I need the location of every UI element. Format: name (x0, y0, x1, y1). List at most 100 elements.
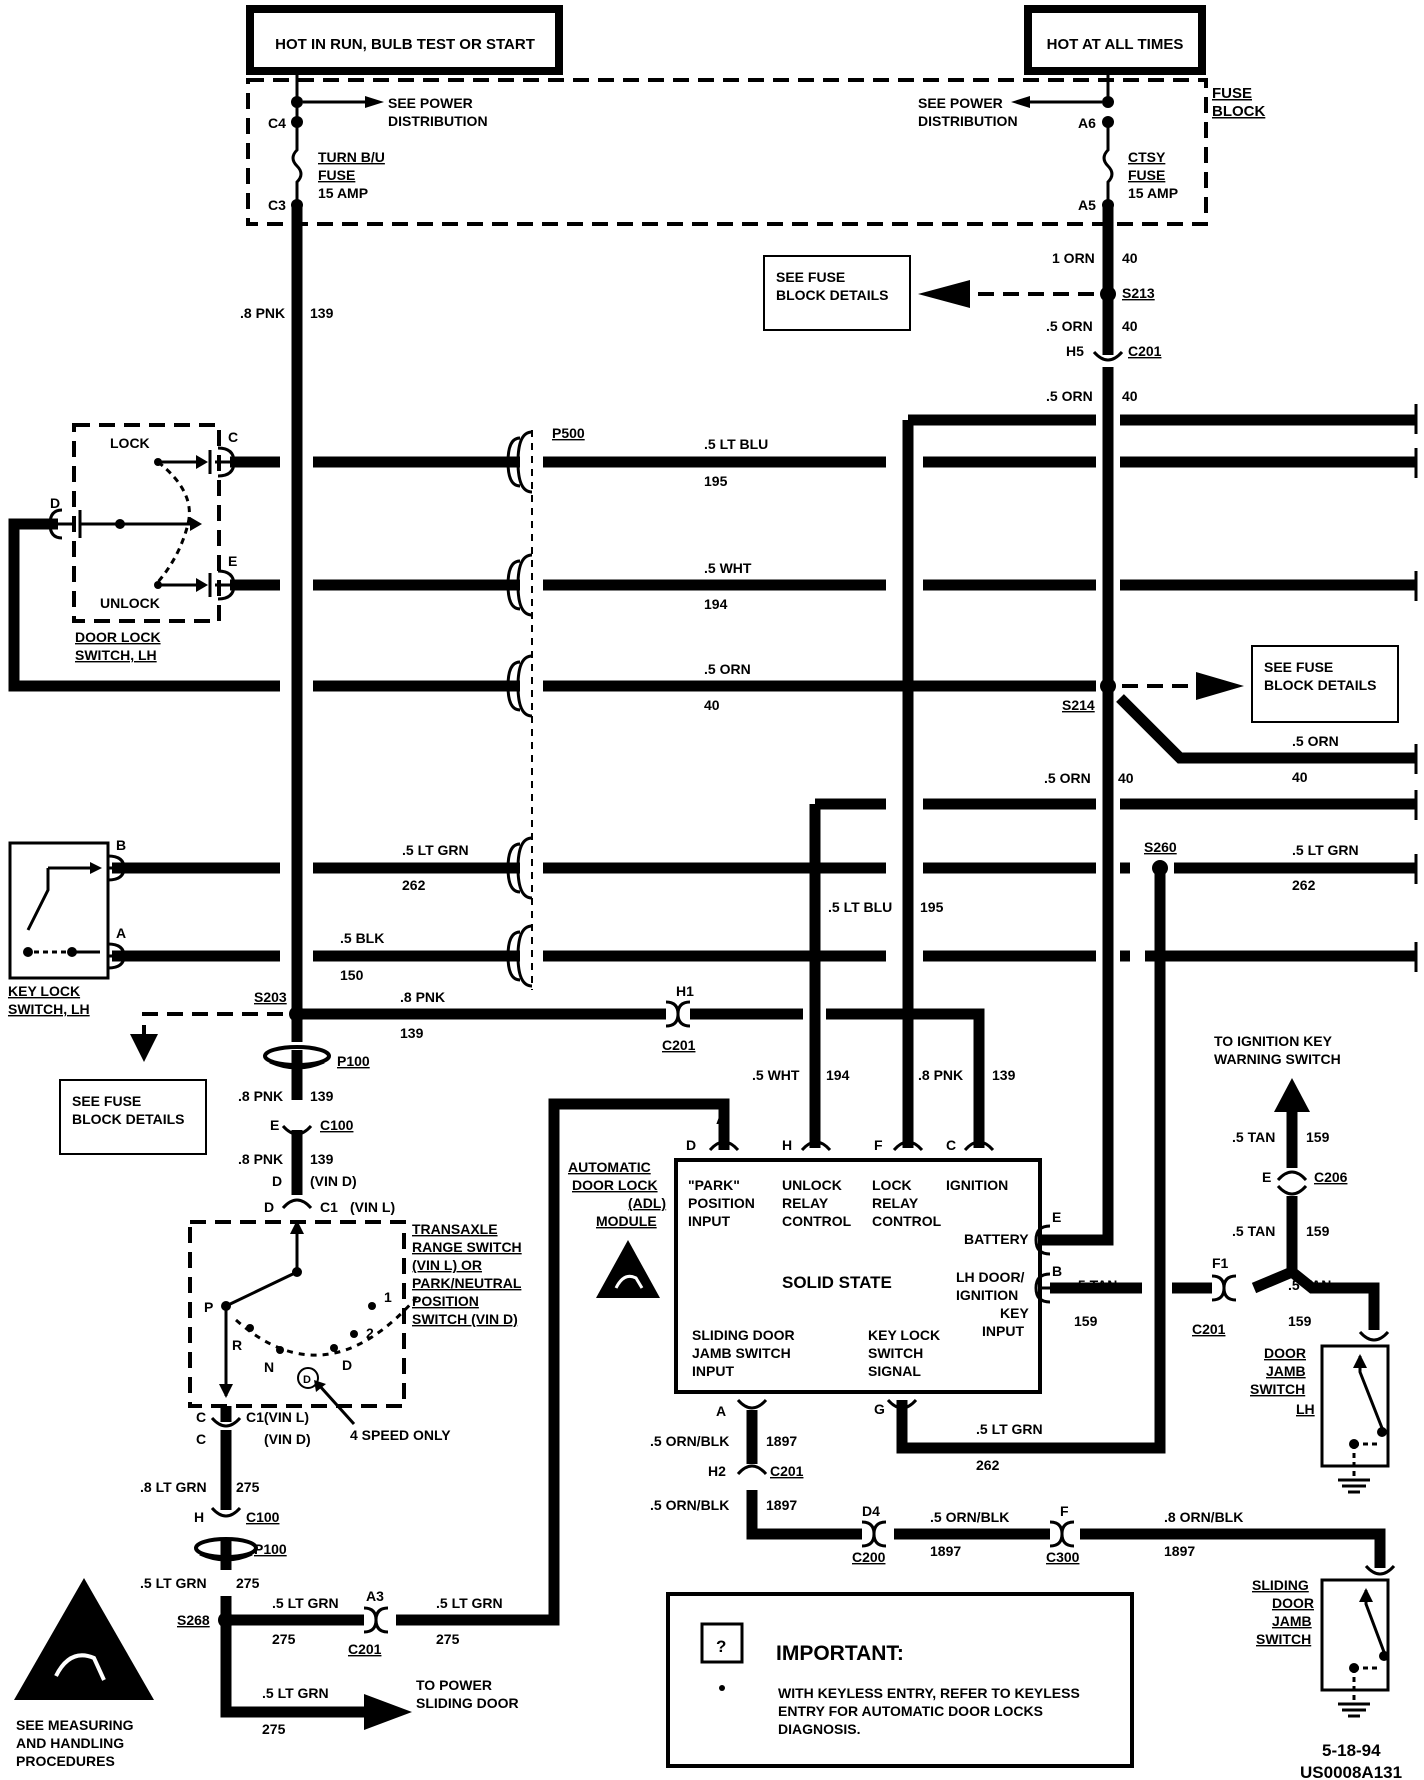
esd-warning-icon (14, 1578, 154, 1700)
module-title-1: AUTOMATIC (568, 1159, 651, 1175)
d-label-2: D (264, 1199, 274, 1215)
s260-label: S260 (1144, 839, 1177, 855)
module-keylock-1: KEY LOCK (868, 1327, 940, 1343)
door-lock-switch-contacts (48, 446, 236, 601)
label-139-top: 139 (310, 305, 334, 321)
connector-d4-c200 (861, 1520, 887, 1548)
svg-text:?: ? (716, 1637, 726, 1656)
ctsy-fuse-label-2: FUSE (1128, 167, 1165, 183)
module-lhdoor-3: KEY (1000, 1305, 1029, 1321)
c1-vind-bottom: (VIN D) (264, 1431, 311, 1447)
label-ornblk-1: .5 ORN/BLK (650, 1433, 729, 1449)
label-8ltgrn: .8 LT GRN (140, 1479, 207, 1495)
label-pnk-c100: .8 PNK (238, 1151, 283, 1167)
label-ornblk-4: .8 ORN/BLK (1164, 1509, 1243, 1525)
label-139-c100: 139 (310, 1151, 334, 1167)
wire-orn-40-right (1116, 694, 1416, 764)
wire-ltgrn-275-sliding (220, 1596, 364, 1718)
label-1897-4: 1897 (1164, 1543, 1195, 1559)
important-icon: ? (700, 1622, 744, 1691)
label-40-1: 40 (1122, 250, 1138, 266)
see-power-left-2: DISTRIBUTION (388, 113, 488, 129)
label-262-right: 262 (1292, 877, 1316, 893)
module-pin-g: G (874, 1401, 885, 1417)
a6-label: A6 (1078, 115, 1096, 131)
label-tan-top: .5 TAN (1232, 1129, 1275, 1145)
turn-bu-fuse-symbol (291, 102, 303, 205)
connector-h-c100 (210, 1506, 242, 1518)
label-139-s203: 139 (400, 1025, 424, 1041)
label-orn-right: .5 ORN (1292, 733, 1339, 749)
label-pnk-module: .8 PNK (918, 1067, 963, 1083)
s268-label: S268 (177, 1612, 210, 1628)
see-fuse-block-top (763, 255, 911, 331)
label-ltblu-vert: .5 LT BLU (828, 899, 892, 915)
p100-label-top: P100 (337, 1053, 370, 1069)
door-lock-unlock-label: UNLOCK (100, 595, 160, 611)
d4-label: D4 (862, 1503, 880, 1519)
label-wht-module: .5 WHT (752, 1067, 800, 1083)
p100-label-bottom: P100 (254, 1541, 287, 1557)
to-power-1: TO POWER (416, 1677, 492, 1693)
esd-warning-icon-module (596, 1240, 660, 1298)
label-ltgrn-275-b: .5 LT GRN (436, 1595, 503, 1611)
c201-label-h2: C201 (770, 1463, 804, 1479)
connector-h2-c201 (736, 1464, 768, 1476)
label-159-mid: 159 (1306, 1223, 1330, 1239)
transaxle-title-5: POSITION (412, 1293, 479, 1309)
to-power-2: SLIDING DOOR (416, 1695, 519, 1711)
label-ltgrn-275-a: .5 LT GRN (272, 1595, 339, 1611)
label-ltgrn-275-c: .5 LT GRN (262, 1685, 329, 1701)
label-40-s214: 40 (1118, 770, 1134, 786)
wire-pnk-139-horizontal (297, 1008, 985, 1148)
important-line-2: ENTRY FOR AUTOMATIC DOOR LOCKS (778, 1703, 1043, 1719)
c1-vinl-top: (VIN L) (350, 1199, 395, 1215)
fuse-block-label-2: BLOCK (1212, 103, 1265, 120)
key-lock-switch-box (8, 841, 110, 980)
label-139-module: 139 (992, 1067, 1016, 1083)
key-lock-title-1: KEY LOCK (8, 983, 80, 999)
label-orn-s214: .5 ORN (1044, 770, 1091, 786)
label-tan-b: .5 TAN (1074, 1277, 1117, 1293)
see-fuse-top-1: SEE FUSE (776, 269, 845, 285)
module-pin-c: C (946, 1137, 956, 1153)
door-lock-title-1: DOOR LOCK (75, 629, 161, 645)
footer-date: 5-18-94 (1322, 1741, 1381, 1760)
s213-label: S213 (1122, 285, 1155, 301)
module-solid-state: SOLID STATE (782, 1273, 892, 1292)
connector-h1-c201 (665, 1000, 691, 1028)
label-275-c: 275 (262, 1721, 286, 1737)
h1-label: H1 (676, 983, 694, 999)
left-source-box (246, 5, 563, 75)
module-pin-a-top: A (716, 1111, 726, 1127)
connector-p100 (263, 1045, 331, 1070)
label-262-left: 262 (402, 877, 426, 893)
label-40-3: 40 (1122, 388, 1138, 404)
label-pnk-p100: .8 PNK (238, 1088, 283, 1104)
label-40-2: 40 (1122, 318, 1138, 334)
module-lock-2: RELAY (872, 1195, 919, 1211)
fuse-block-label-1: FUSE (1212, 85, 1252, 102)
label-blk: .5 BLK (340, 930, 384, 946)
door-lock-pin-e: E (228, 553, 237, 569)
key-lock-switch-contacts (23, 854, 126, 970)
label-ltgrn-s268: .5 LT GRN (140, 1575, 207, 1591)
ctsy-fuse-label-1: CTSY (1128, 149, 1166, 165)
module-sliding-1: SLIDING DOOR (692, 1327, 795, 1343)
s203-label: S203 (254, 989, 287, 1005)
module-pin-e: E (1052, 1209, 1061, 1225)
transaxle-n: N (264, 1359, 274, 1375)
see-fuse-s203-1: SEE FUSE (72, 1093, 141, 1109)
c1-vinl-bottom: C1(VIN L) (246, 1409, 309, 1425)
label-wht-top: .5 WHT (704, 560, 752, 576)
transaxle-r: R (232, 1337, 242, 1353)
label-159-top: 159 (1306, 1129, 1330, 1145)
label-tan-mid: .5 TAN (1232, 1223, 1275, 1239)
label-139-p100: 139 (310, 1088, 334, 1104)
sliding-switch-4: SWITCH (1256, 1631, 1311, 1647)
see-power-right-2: DISTRIBUTION (918, 113, 1018, 129)
c201-label-top: C201 (1128, 343, 1162, 359)
module-sliding-3: INPUT (692, 1363, 734, 1379)
c1-label-top: C1 (320, 1199, 338, 1215)
